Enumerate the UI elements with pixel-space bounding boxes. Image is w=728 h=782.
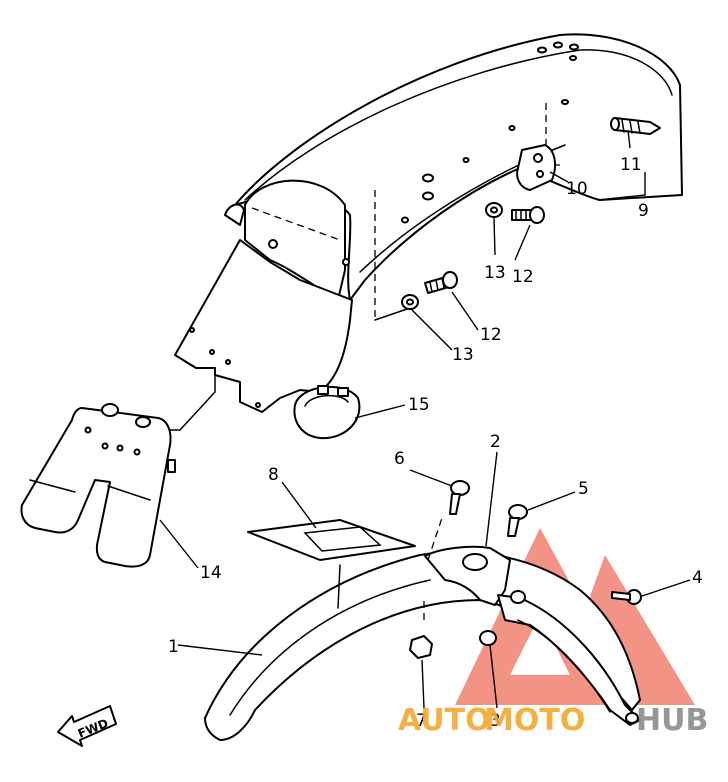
part-4-bolt bbox=[611, 589, 642, 605]
rear-fender bbox=[159, 33, 683, 431]
part-8-decal bbox=[247, 519, 416, 561]
front-fender bbox=[204, 545, 641, 741]
part-7-nut bbox=[409, 635, 433, 659]
callout-8: 8 bbox=[268, 465, 279, 485]
callout-11: 11 bbox=[620, 155, 642, 175]
license-bracket bbox=[174, 239, 353, 413]
fwd-arrow: FWD bbox=[57, 705, 117, 747]
part-5-bolt bbox=[507, 504, 528, 537]
part-11-bolt bbox=[610, 117, 661, 135]
part-12-bolt-upper bbox=[511, 206, 545, 224]
callout-15: 15 bbox=[408, 395, 430, 415]
callout-4: 4 bbox=[692, 568, 703, 588]
part-12-bolt-lower bbox=[424, 271, 458, 294]
rear-fender-hump bbox=[244, 179, 346, 301]
license-bracket-link bbox=[159, 367, 216, 431]
callout-13-upper: 13 bbox=[484, 263, 506, 283]
watermark-text-hub: HUB bbox=[636, 703, 708, 738]
part-15-clamp bbox=[293, 385, 361, 440]
part-14-mud-flap bbox=[20, 403, 176, 568]
callout-2: 2 bbox=[490, 432, 501, 452]
front-fender-ridge bbox=[229, 579, 431, 716]
inner-bracket-line bbox=[374, 307, 411, 321]
callout-labels: 1 2 3 4 5 6 7 8 9 10 11 12 12 13 13 14 1… bbox=[168, 155, 703, 731]
hump-dash bbox=[251, 207, 341, 241]
callout-6: 6 bbox=[394, 449, 405, 469]
watermark-text: AUTO MOTO HUB bbox=[398, 703, 708, 738]
rear-fender-holes bbox=[401, 41, 579, 224]
part-2-stay bbox=[424, 545, 511, 606]
watermark-text-moto: MOTO bbox=[484, 703, 585, 738]
callout-5: 5 bbox=[578, 479, 589, 499]
callout-14: 14 bbox=[200, 563, 222, 583]
part-13-washer-lower bbox=[401, 294, 419, 310]
callout-1: 1 bbox=[168, 637, 179, 657]
callout-3: 3 bbox=[490, 711, 501, 731]
callout-12-lower: 12 bbox=[480, 325, 502, 345]
watermark-text-auto: AUTO bbox=[398, 703, 491, 738]
rear-fender-edge bbox=[244, 49, 673, 201]
front-fender-crease bbox=[337, 564, 341, 609]
callout-12-upper: 12 bbox=[512, 267, 534, 287]
part-10-clip bbox=[516, 144, 557, 191]
leader-lines bbox=[159, 129, 691, 709]
part-3-washer bbox=[479, 590, 526, 646]
rear-fender-body bbox=[234, 33, 683, 301]
callout-7: 7 bbox=[416, 711, 427, 731]
part-6-bolt bbox=[449, 480, 470, 515]
callout-13-lower: 13 bbox=[452, 345, 474, 365]
callout-9: 9 bbox=[638, 201, 649, 221]
callout-10: 10 bbox=[566, 179, 588, 199]
part-13-washer-upper bbox=[485, 202, 503, 218]
rear-fender-tab bbox=[224, 203, 245, 226]
